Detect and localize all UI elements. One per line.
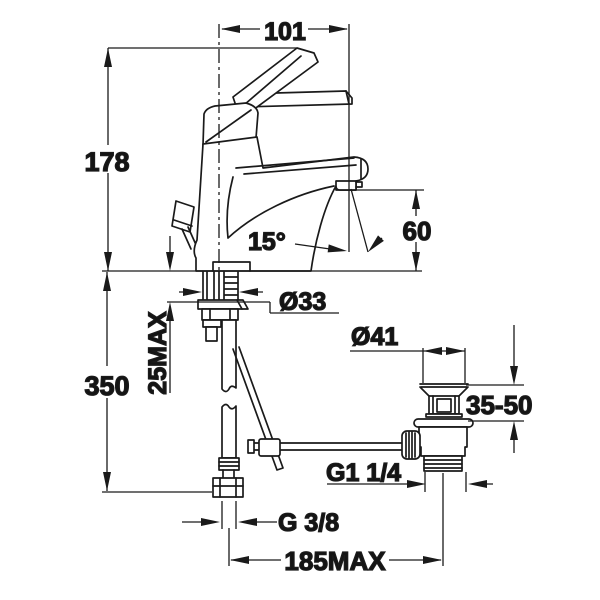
mounting-nut-facets <box>209 308 231 321</box>
waste-body <box>418 426 468 457</box>
dim-waste-thread: G1 1/4 <box>325 458 493 492</box>
aerator-nub <box>355 181 363 188</box>
dim-outlet-height: 60 <box>356 189 432 271</box>
dim-shank-diameter: Ø33 <box>179 287 327 317</box>
fixing-stud-cap <box>202 319 222 328</box>
faucet-fixture <box>171 47 474 498</box>
shank-and-supplies <box>197 271 404 498</box>
hose-ferrule <box>218 457 240 471</box>
dim-max-offset-label: 185MAX <box>284 546 386 576</box>
popup-knob <box>171 200 195 233</box>
dim-supply-thread-label: G 3/8 <box>278 509 339 537</box>
mounting-nut <box>201 308 239 321</box>
dim-spout-reach: 101 <box>221 17 350 252</box>
dim-spout-angle-label: 15° <box>248 228 286 256</box>
lever-grip-inner-line <box>243 55 302 106</box>
rod-clamp <box>258 438 281 457</box>
body-spout-curves <box>226 176 335 239</box>
dimension-layer: 101 178 60 15° 350 <box>84 17 533 577</box>
supply-nut <box>212 477 244 498</box>
waste-seal-plate <box>413 418 474 428</box>
dim-max-offset: 185MAX <box>228 473 444 577</box>
dim-deck-thickness-label: 25MAX <box>144 311 172 395</box>
supply-nut-facets <box>212 477 244 498</box>
dim-spout-angle: 15° <box>247 188 384 257</box>
waste-slot <box>436 398 452 413</box>
hose-ferrule-rings <box>218 461 240 467</box>
dim-waste-flange: Ø41 <box>350 322 466 383</box>
waste-flange <box>419 383 469 397</box>
rod-end-cap <box>247 439 255 454</box>
waste-cylinder-inner <box>432 395 456 415</box>
shank-tubes <box>202 271 220 312</box>
dim-supply-thread: G 3/8 <box>182 501 340 538</box>
base-inner-step <box>212 261 251 272</box>
waste-bead <box>425 413 463 418</box>
dim-supply-drop-label: 350 <box>84 371 129 401</box>
supply-tube-upper <box>221 319 237 393</box>
fixing-stud <box>205 326 218 342</box>
dim-height-label: 178 <box>84 147 129 177</box>
dim-shank-diameter-label: Ø33 <box>279 288 326 316</box>
waste-tailpiece-threads <box>423 459 463 469</box>
shank-thread <box>223 271 239 300</box>
dim-deck-thickness: 25MAX <box>143 236 339 395</box>
popup-waste-assembly <box>401 383 474 472</box>
dim-waste-deck-range: 35-50 <box>465 325 533 453</box>
dim-height: 178 <box>84 47 297 271</box>
dim-waste-deck-range-label: 35-50 <box>466 390 533 420</box>
supply-tube-lower <box>221 403 237 459</box>
hose-neck <box>222 469 235 479</box>
knurled-wheel <box>401 430 421 460</box>
dim-supply-drop: 350 <box>84 272 212 493</box>
dim-outlet-height-label: 60 <box>403 216 432 246</box>
dim-spout-reach-label: 101 <box>264 18 306 46</box>
aerator <box>335 180 357 191</box>
knurled-wheel-ridges <box>405 431 416 459</box>
spout-top-band <box>235 157 357 175</box>
dim-waste-thread-label: G1 1/4 <box>326 459 401 487</box>
cartridge-dome-crease <box>205 109 252 143</box>
dim-waste-flange-label: Ø41 <box>351 323 398 351</box>
